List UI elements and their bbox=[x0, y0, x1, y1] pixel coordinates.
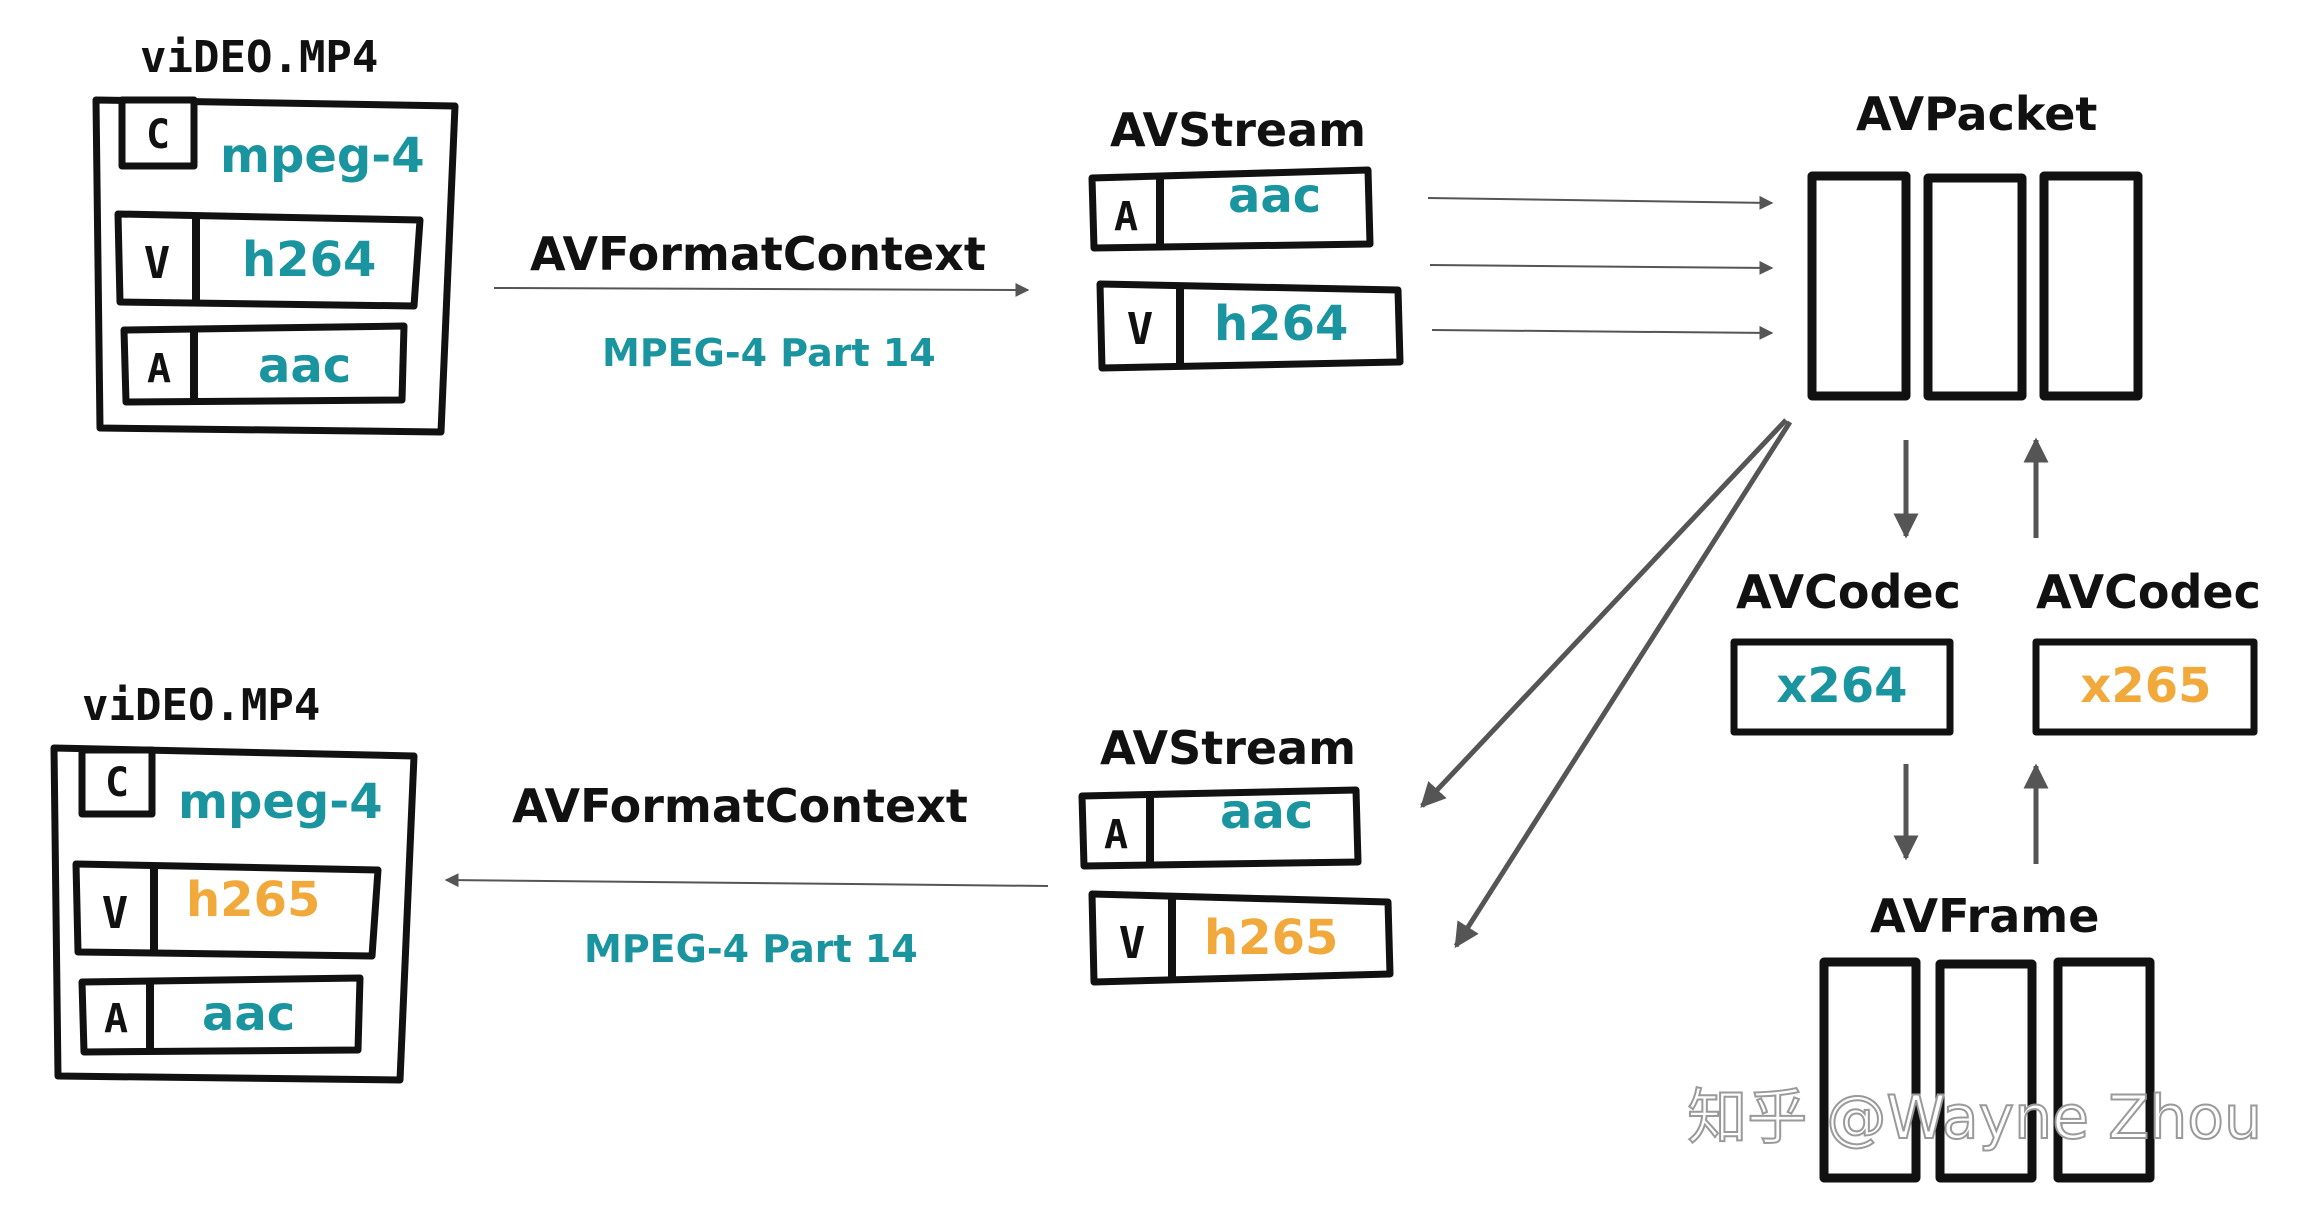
stream-to-packet-arrow-1 bbox=[1427, 195, 1774, 210]
output-file-title: viDEO.MP4 bbox=[82, 680, 320, 731]
output-stream-video-letter: V bbox=[1119, 918, 1146, 969]
output-video-letter: V bbox=[102, 888, 129, 939]
decoder-value: x264 bbox=[1776, 658, 1907, 714]
mux-format-context-label: AVFormatContext bbox=[512, 779, 968, 833]
mux-format-name: MPEG-4 Part 14 bbox=[584, 927, 918, 971]
demux-connector: AVFormatContext MPEG-4 Part 14 bbox=[493, 227, 1030, 375]
packet-to-output-arrows bbox=[1420, 418, 1793, 949]
input-stream-group: AVStream A aac V h264 bbox=[1088, 103, 1404, 372]
input-stream-audio-letter: A bbox=[1114, 194, 1138, 240]
frame-group: AVFrame bbox=[1819, 889, 2155, 1183]
encoder-value: x265 bbox=[2080, 658, 2211, 714]
frame-slot-2 bbox=[1935, 959, 2037, 1183]
source-container-value: mpeg-4 bbox=[220, 128, 425, 184]
output-stream-audio-letter: A bbox=[1104, 812, 1128, 858]
input-stream-video-value: h264 bbox=[1214, 296, 1348, 352]
output-audio-value: aac bbox=[202, 986, 295, 1042]
output-container-value: mpeg-4 bbox=[178, 774, 383, 830]
output-container-letter: C bbox=[105, 760, 129, 806]
source-container-letter-box bbox=[118, 96, 198, 170]
output-stream-audio-value: aac bbox=[1220, 784, 1313, 840]
source-file-title: viDEO.MP4 bbox=[140, 32, 378, 83]
mux-connector: AVFormatContext MPEG-4 Part 14 bbox=[444, 779, 1049, 971]
demux-arrow bbox=[493, 282, 1030, 297]
packet-slot-2 bbox=[1923, 173, 2027, 401]
source-file: viDEO.MP4 C mpeg-4 V h264 A aac bbox=[92, 32, 459, 436]
stream-to-packet-arrow-2 bbox=[1429, 260, 1774, 275]
demux-format-context-label: AVFormatContext bbox=[530, 227, 986, 281]
output-video-value: h265 bbox=[186, 872, 320, 928]
packet-slot-3 bbox=[2039, 171, 2143, 401]
mux-arrow bbox=[444, 873, 1049, 888]
source-audio-letter: A bbox=[147, 346, 171, 392]
source-video-value: h264 bbox=[242, 232, 376, 288]
frame-label: AVFrame bbox=[1870, 889, 2099, 943]
output-audio-letter: A bbox=[104, 996, 128, 1042]
stream-to-packet-arrow-3 bbox=[1431, 325, 1774, 340]
packet-label: AVPacket bbox=[1856, 87, 2097, 141]
source-audio-value: aac bbox=[258, 338, 351, 394]
codec-arrows bbox=[1893, 437, 2049, 864]
demux-format-name: MPEG-4 Part 14 bbox=[602, 331, 936, 375]
input-stream-label: AVStream bbox=[1110, 103, 1366, 157]
decoder-label: AVCodec bbox=[1736, 565, 1961, 619]
input-stream-video-row bbox=[1096, 280, 1404, 372]
output-stream-video-row bbox=[1088, 890, 1394, 986]
output-stream-label: AVStream bbox=[1100, 721, 1356, 775]
encoder-box bbox=[2032, 638, 2258, 736]
packet-to-output-video-arrow bbox=[1453, 420, 1793, 949]
packet-to-output-audio-arrow bbox=[1420, 418, 1788, 808]
encoder-label: AVCodec bbox=[2036, 565, 2261, 619]
frame-slot-1 bbox=[1819, 957, 1921, 1183]
source-container-letter: C bbox=[146, 112, 170, 158]
source-video-letter: V bbox=[144, 238, 171, 289]
decoder-group: AVCodec x264 bbox=[1730, 565, 1961, 736]
input-stream-video-letter: V bbox=[1127, 304, 1154, 355]
input-stream-audio-value: aac bbox=[1228, 168, 1321, 224]
output-stream-video-value: h265 bbox=[1204, 910, 1338, 966]
output-file: viDEO.MP4 C mpeg-4 V h265 A aac bbox=[50, 680, 418, 1084]
packet-group: AVPacket bbox=[1807, 87, 2143, 401]
stream-to-packet-arrows bbox=[1427, 195, 1774, 340]
output-container-letter-box bbox=[78, 746, 156, 818]
watermark: 知乎 @Wayne Zhou bbox=[1687, 1083, 2262, 1153]
decoder-box bbox=[1730, 638, 1954, 736]
output-stream-group: AVStream A aac V h265 bbox=[1078, 721, 1394, 986]
packet-slot-1 bbox=[1807, 171, 1911, 401]
frame-slot-3 bbox=[2053, 957, 2155, 1183]
encoder-group: AVCodec x265 bbox=[2032, 565, 2261, 736]
